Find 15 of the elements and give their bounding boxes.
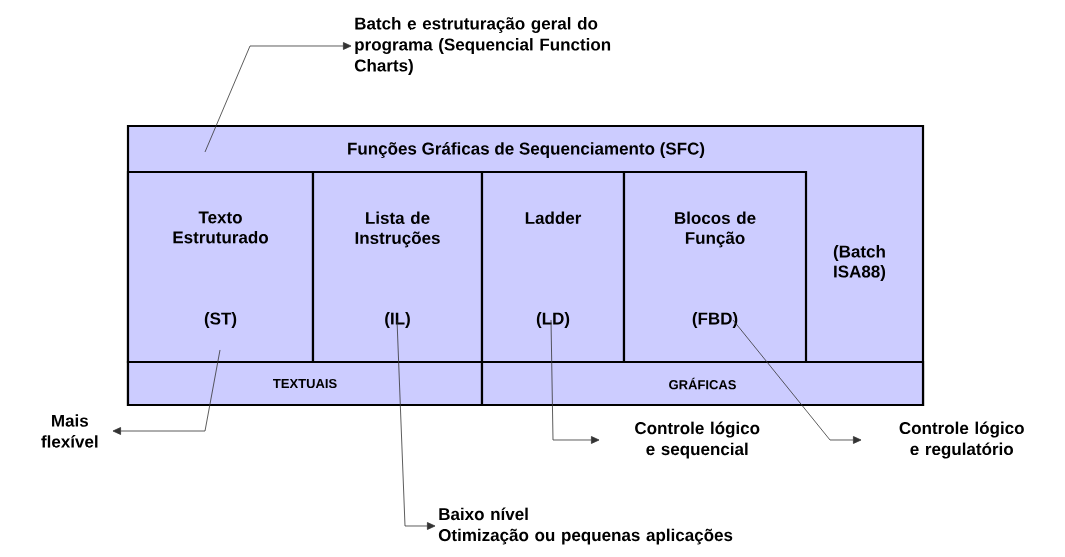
category-band: TEXTUAIS bbox=[126, 360, 484, 407]
leader-arrow bbox=[112, 349, 221, 435]
language-box: Lista de Instruções (IL) bbox=[311, 170, 484, 364]
language-box: Blocos de Função (FBD) bbox=[622, 170, 808, 364]
annotation-text: Controle lógico e regulatório bbox=[899, 421, 1024, 459]
leader-arrow bbox=[396, 319, 436, 530]
leader-arrow bbox=[550, 319, 600, 444]
annotation-text: Batch e estruturação geral do programa (Sequencial Function Charts) bbox=[354, 17, 611, 75]
language-box: Ladder (LD) bbox=[480, 170, 626, 364]
annotation-text: Controle lógico e sequencial bbox=[635, 421, 760, 459]
leader-arrow bbox=[732, 319, 862, 444]
category-band: GRÁFICAS bbox=[480, 360, 925, 407]
annotation-text: Mais flexível bbox=[41, 414, 98, 448]
annotation-text: Baixo nível Otimização ou pequenas aplicações bbox=[438, 507, 733, 545]
leader-arrow bbox=[204, 42, 352, 153]
